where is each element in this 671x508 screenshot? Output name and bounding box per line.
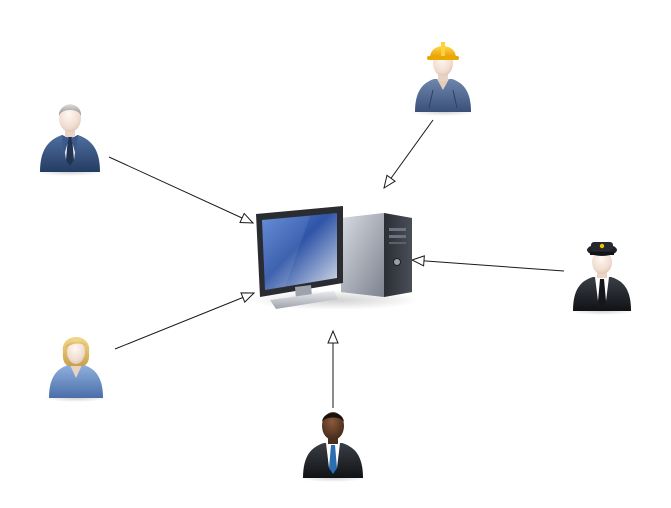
arrow-pilot-to-computer: [412, 260, 565, 272]
businessman-icon: [36, 104, 104, 176]
businessman-dark-icon: [299, 412, 367, 482]
pilot-icon: [569, 242, 635, 315]
arrow-worker-to-computer: [384, 119, 434, 188]
computer-monitor: [256, 206, 343, 309]
arrow-businessman-to-computer: [108, 156, 253, 223]
construction-worker-icon: [411, 42, 475, 116]
connectors: [108, 119, 565, 408]
businesswoman-icon: [44, 337, 108, 402]
computer-tower: [341, 213, 412, 297]
arrow-businesswoman-to-computer: [114, 293, 254, 350]
desktop-computer-icon: [250, 206, 420, 310]
